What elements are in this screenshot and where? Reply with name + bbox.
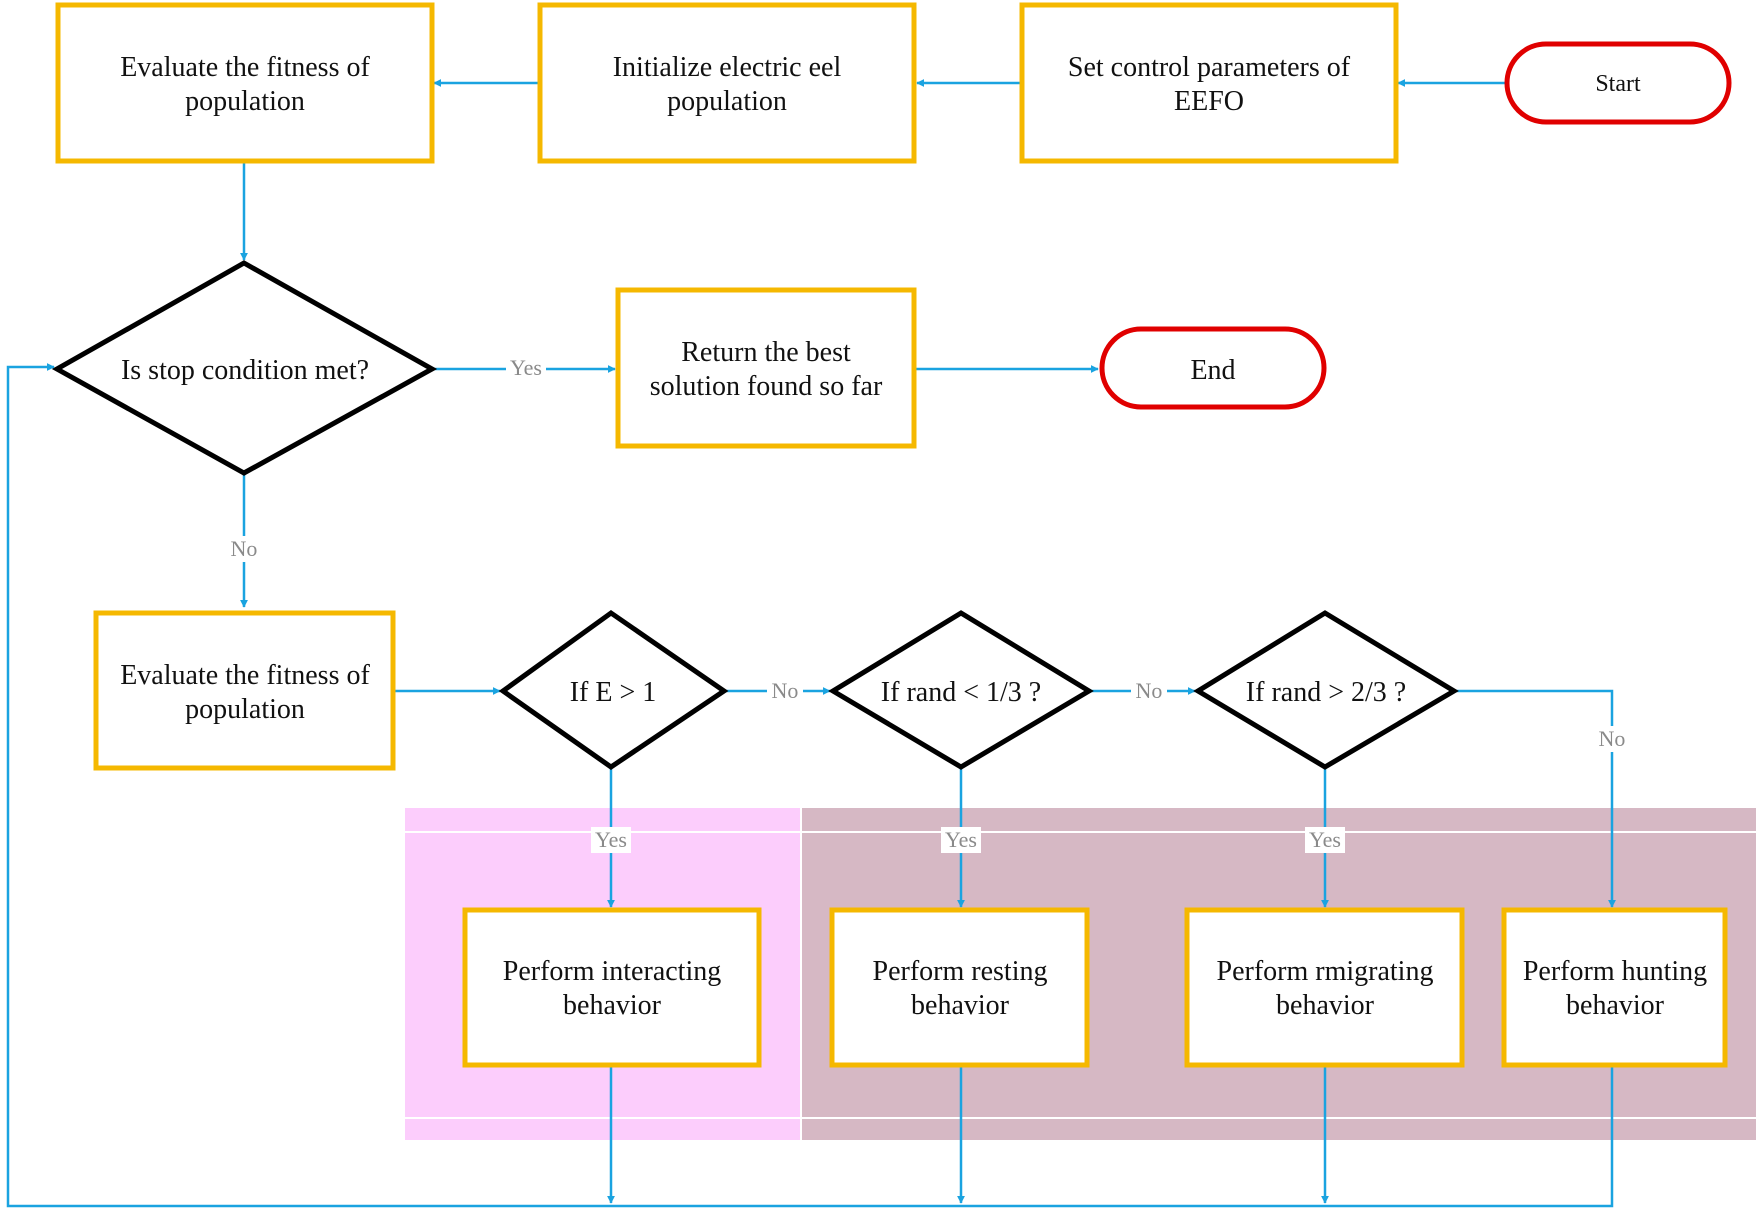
- set-parameters-line-2: EEFO: [1174, 86, 1244, 117]
- resting-line-1: Perform resting: [873, 956, 1048, 987]
- if-rand-third-decision: If rand < 1/3 ?: [828, 610, 1094, 770]
- hunting-line-1: Perform hunting: [1523, 956, 1707, 987]
- evaluate-fitness-1-line-2: population: [185, 86, 305, 117]
- return-best-line-1: Return the best: [681, 337, 851, 368]
- hunting-line-2: behavior: [1566, 990, 1665, 1021]
- interacting-line-1: Perform interacting: [503, 956, 721, 987]
- start-label: Start: [1595, 71, 1641, 97]
- evaluate-fitness-2-line-2: population: [185, 694, 305, 725]
- resting-behavior-box: Perform resting behavior: [829, 907, 1090, 1068]
- init-population-box: Initialize electric eel population: [537, 2, 917, 164]
- edge-label-rand2-yes: Yes: [1309, 827, 1341, 852]
- interacting-behavior-box: Perform interacting behavior: [462, 907, 762, 1068]
- edge-label-stop-no: No: [231, 536, 258, 561]
- if-rand-third-label: If rand < 1/3 ?: [881, 677, 1041, 708]
- migrating-behavior-box: Perform rmigrating behavior: [1184, 907, 1465, 1068]
- return-best-line-2: solution found so far: [650, 371, 883, 402]
- hunting-behavior-box: Perform hunting behavior: [1501, 907, 1728, 1068]
- init-population-line-1: Initialize electric eel: [613, 52, 842, 83]
- evaluate-fitness-box-1: Evaluate the fitness of population: [55, 2, 435, 164]
- connector-loop-back: [6, 363, 1614, 1208]
- if-rand-two-thirds-label: If rand > 2/3 ?: [1246, 677, 1406, 708]
- interacting-line-2: behavior: [563, 990, 662, 1021]
- edge-label-rand1-yes: Yes: [945, 827, 977, 852]
- evaluate-fitness-box-2: Evaluate the fitness of population: [93, 610, 396, 771]
- set-parameters-line-1: Set control parameters of: [1068, 52, 1351, 83]
- return-best-box: Return the best solution found so far: [615, 287, 917, 449]
- if-e-decision: If E > 1: [498, 609, 729, 771]
- init-population-line-2: population: [667, 86, 787, 117]
- edge-labels: Yes No No No No Yes Yes Yes: [226, 355, 1630, 853]
- edge-label-if-e-no: No: [772, 678, 799, 703]
- end-terminal: End: [1099, 326, 1327, 410]
- start-terminal: Start: [1504, 41, 1732, 125]
- evaluate-fitness-1-line-1: Evaluate the fitness of: [120, 52, 370, 83]
- evaluate-fitness-2-line-1: Evaluate the fitness of: [120, 660, 370, 691]
- edge-label-if-e-yes: Yes: [595, 827, 627, 852]
- if-e-label: If E > 1: [570, 677, 657, 708]
- edge-label-stop-yes: Yes: [510, 355, 542, 380]
- edge-label-rand1-no: No: [1136, 678, 1163, 703]
- migrating-line-2: behavior: [1276, 990, 1375, 1021]
- migrating-line-1: Perform rmigrating: [1217, 956, 1434, 987]
- stop-condition-label: Is stop condition met?: [121, 355, 369, 386]
- edge-label-rand2-no: No: [1599, 726, 1626, 751]
- if-rand-two-thirds-decision: If rand > 2/3 ?: [1193, 610, 1459, 770]
- end-label: End: [1190, 355, 1235, 386]
- stop-condition-decision: Is stop condition met?: [51, 260, 438, 476]
- set-parameters-box: Set control parameters of EEFO: [1019, 2, 1399, 164]
- resting-line-2: behavior: [911, 990, 1010, 1021]
- connector-rand2-to-hunting: [1455, 689, 1616, 908]
